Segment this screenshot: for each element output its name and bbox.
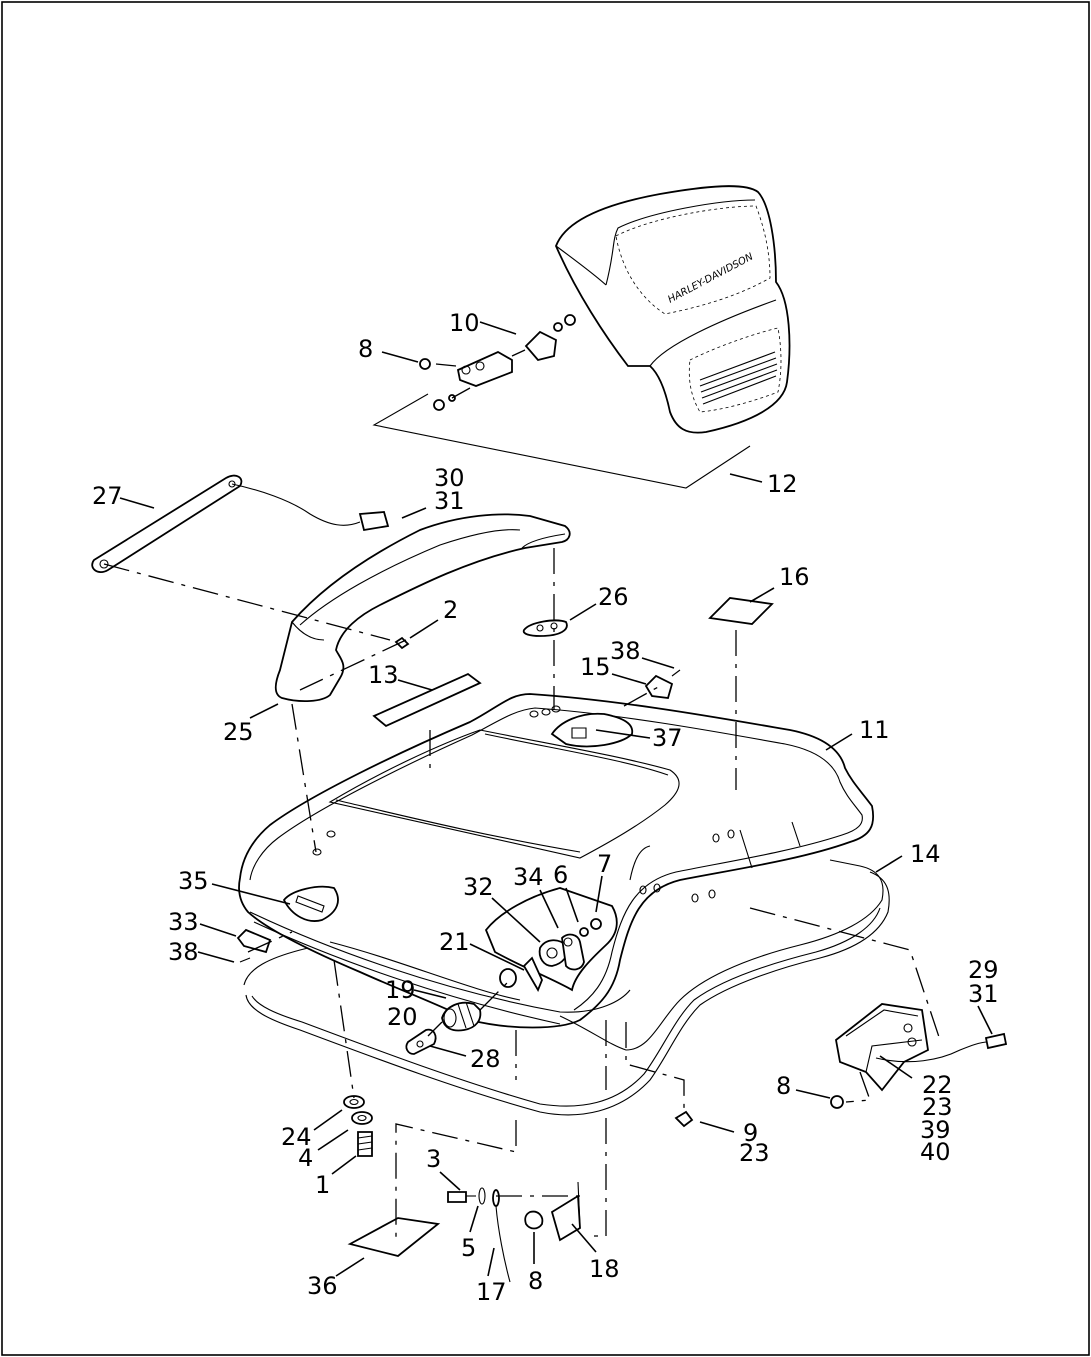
callout-32: 32 [463, 873, 494, 901]
mounting-hardware [343, 1095, 373, 1157]
callout-15: 15 [580, 653, 611, 681]
callout-33: 33 [168, 908, 199, 936]
callout-19: 19 [385, 976, 416, 1004]
clip [674, 1110, 694, 1128]
hinge-hardware [447, 1181, 581, 1283]
callout-14: 14 [910, 840, 941, 868]
callout-20: 20 [387, 1003, 418, 1031]
nut [830, 1095, 844, 1109]
callout-16: 16 [779, 563, 810, 591]
callout-34: 34 [513, 863, 544, 891]
lid-gasket [243, 859, 890, 1116]
callout-38: 38 [168, 938, 199, 966]
rack-gasket [522, 619, 568, 637]
callout-17: 17 [476, 1278, 507, 1306]
callout-27: 27 [92, 482, 123, 510]
callout-24: 24 [281, 1123, 312, 1151]
callout-13: 13 [368, 661, 399, 689]
callout-4: 4 [298, 1144, 313, 1172]
lock-assembly [405, 918, 602, 1055]
callout-12: 12 [767, 470, 798, 498]
callout-40: 40 [920, 1138, 951, 1166]
decal [708, 597, 774, 625]
rack-light-bar [91, 474, 390, 573]
callout-6: 6 [553, 861, 568, 889]
backrest-pad: HARLEY-DAVIDSON [555, 185, 791, 434]
callout-10: 10 [449, 309, 480, 337]
callout-3: 3 [426, 1145, 441, 1173]
luggage-rack [274, 513, 571, 702]
callout-2: 2 [443, 596, 458, 624]
callout-8: 8 [358, 335, 373, 363]
callout-26: 26 [598, 583, 629, 611]
callout-22: 22 [922, 1071, 953, 1099]
callout-30: 30 [434, 464, 465, 492]
callout-8: 8 [776, 1072, 791, 1100]
callout-9: 9 [743, 1119, 758, 1147]
callout-29: 29 [968, 956, 999, 984]
callout-labels: 8 10 12 27 30 31 2 26 16 38 15 13 25 37 … [92, 309, 999, 1306]
callout-31: 31 [968, 980, 999, 1008]
callout-8: 8 [528, 1267, 543, 1295]
latch-bracket [644, 669, 681, 699]
relay-box [835, 1003, 1008, 1092]
callout-38: 38 [610, 637, 641, 665]
callout-36: 36 [307, 1272, 338, 1300]
callout-35: 35 [178, 867, 209, 895]
cargo-mat [347, 1217, 441, 1257]
tourpak-lid [238, 693, 874, 1029]
callout-28: 28 [470, 1045, 501, 1073]
leader-lines [119, 321, 993, 1277]
callout-23: 23 [739, 1139, 770, 1167]
callout-1: 1 [315, 1171, 330, 1199]
callout-25: 25 [223, 718, 254, 746]
callout-5: 5 [461, 1234, 476, 1262]
callout-37: 37 [652, 724, 683, 752]
marker-light [236, 928, 272, 963]
backrest-mount-hardware [419, 314, 576, 411]
callout-39: 39 [920, 1116, 951, 1144]
callout-11: 11 [859, 716, 890, 744]
callout-21: 21 [439, 928, 470, 956]
reflective-strip [372, 672, 482, 728]
callout-23: 23 [922, 1093, 953, 1121]
backrest-assembly-bracket [372, 393, 751, 489]
callout-18: 18 [589, 1255, 620, 1283]
callout-7: 7 [597, 850, 612, 878]
callout-31: 31 [434, 487, 465, 515]
alignment-lines [103, 548, 941, 1238]
rack-screw [394, 636, 410, 650]
